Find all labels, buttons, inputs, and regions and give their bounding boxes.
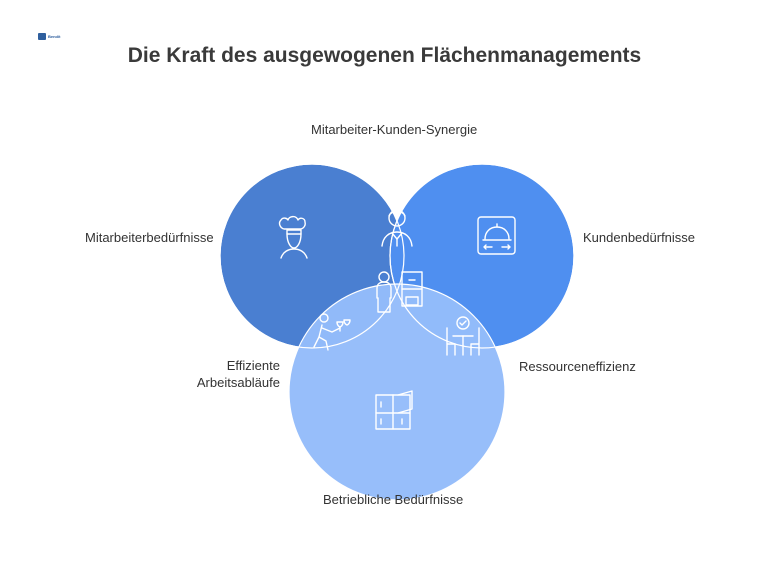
- staff-and-kitchen-icon: [376, 271, 423, 313]
- employee-circle-outline: [219, 163, 405, 349]
- walking-waiter-icon: [313, 313, 351, 351]
- waiter-icon: [381, 209, 413, 247]
- customer-needs-label: Kundenbedürfnisse: [583, 230, 696, 245]
- venn-circles: [219, 163, 575, 501]
- logo-text: Bendit: [48, 33, 61, 39]
- page-title: Die Kraft des ausgewogenen Flächenmanage…: [127, 44, 642, 67]
- efficient-workflows-label-line1: Effiziente: [226, 358, 280, 373]
- operational-needs-label: Betriebliche Bedürfnisse: [323, 492, 464, 507]
- employee-needs-label: Mitarbeiterbedürfnisse: [85, 230, 214, 245]
- floor-plan-icon: [375, 390, 413, 430]
- efficient-workflows-label: Effiziente Arbeitsabläufe: [190, 357, 280, 391]
- synergy-label: Mitarbeiter-Kunden-Synergie: [311, 122, 478, 137]
- chef-icon: [278, 215, 308, 259]
- dining-table-icon: [446, 316, 480, 356]
- brand-logo: Bendit: [38, 33, 60, 40]
- efficient-workflows-label-line2: Arbeitsabläufe: [196, 375, 280, 390]
- operational-needs-circle: [288, 283, 506, 501]
- serving-tray-icon: [477, 216, 516, 255]
- resource-efficiency-label: Ressourceneffizienz: [519, 359, 636, 374]
- customer-circle-outline: [389, 163, 575, 349]
- logo-mark-icon: [38, 33, 46, 40]
